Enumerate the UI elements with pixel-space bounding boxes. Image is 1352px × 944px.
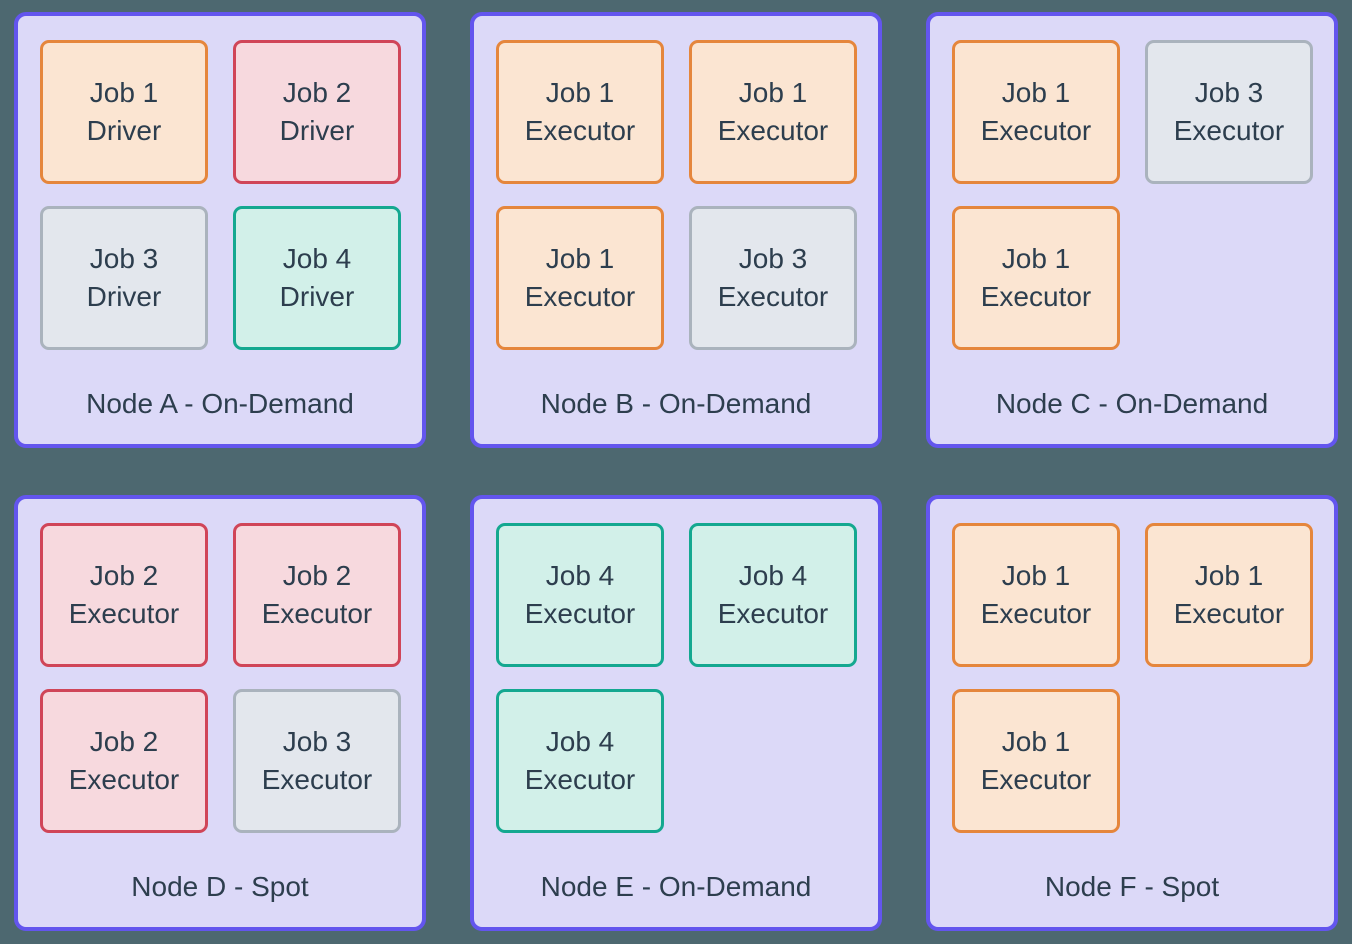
job-title: Job 4 [545, 560, 615, 591]
node-c-label: Node C - On-Demand [995, 388, 1269, 419]
job-title: Job 1 [1001, 77, 1071, 108]
job-role: Executor [261, 764, 373, 795]
job-box: Job 1 Executor [496, 40, 664, 184]
job-box: Job 2 Executor [40, 689, 208, 833]
job-role: Executor [261, 598, 373, 629]
job-title: Job 1 [1001, 243, 1071, 274]
job-role: Executor [717, 115, 829, 146]
job-role: Executor [980, 281, 1092, 312]
job-role: Executor [980, 115, 1092, 146]
job-role: Driver [86, 281, 162, 312]
job-title: Job 1 [89, 77, 159, 108]
job-title: Job 1 [738, 77, 808, 108]
node-a-label: Node A - On-Demand [86, 388, 354, 419]
job-role: Executor [524, 281, 636, 312]
job-title: Job 2 [282, 77, 352, 108]
job-title: Job 2 [89, 560, 159, 591]
job-box: Job 1 Executor [952, 689, 1120, 833]
job-box: Job 2 Driver [233, 40, 401, 184]
job-title: Job 2 [89, 726, 159, 757]
job-role: Executor [68, 764, 180, 795]
job-title: Job 1 [545, 243, 615, 274]
job-title: Job 4 [545, 726, 615, 757]
jobs-grid: Job 1 Executor Job 3 Executor Job 1 Exec… [952, 40, 1313, 350]
job-title: Job 1 [545, 77, 615, 108]
job-box: Job 1 Executor [952, 206, 1120, 350]
job-box: Job 1 Driver [40, 40, 208, 184]
job-role: Executor [980, 598, 1092, 629]
job-role: Executor [524, 598, 636, 629]
job-role: Executor [1173, 115, 1285, 146]
job-box: Job 1 Executor [689, 40, 857, 184]
job-title: Job 3 [1194, 77, 1264, 108]
job-title: Job 4 [282, 243, 352, 274]
job-box: Job 3 Executor [689, 206, 857, 350]
node-a-card: Job 1 Driver Job 2 Driver Job 3 Driver J… [14, 12, 426, 448]
node-b-label: Node B - On-Demand [540, 388, 812, 419]
jobs-grid: Job 1 Executor Job 1 Executor Job 1 Exec… [952, 523, 1313, 833]
job-box: Job 2 Executor [233, 523, 401, 667]
job-title: Job 3 [738, 243, 808, 274]
job-role: Executor [524, 115, 636, 146]
job-title: Job 1 [1001, 726, 1071, 757]
job-box: Job 1 Executor [496, 206, 664, 350]
job-title: Job 4 [738, 560, 808, 591]
job-role: Executor [68, 598, 180, 629]
job-title: Job 2 [282, 560, 352, 591]
node-b-card: Job 1 Executor Job 1 Executor Job 1 Exec… [470, 12, 882, 448]
job-role: Executor [717, 281, 829, 312]
jobs-grid: Job 1 Driver Job 2 Driver Job 3 Driver J… [40, 40, 401, 350]
job-box: Job 3 Executor [233, 689, 401, 833]
job-box: Job 2 Executor [40, 523, 208, 667]
job-box: Job 1 Executor [952, 523, 1120, 667]
job-role: Executor [717, 598, 829, 629]
node-d-label: Node D - Spot [131, 871, 309, 902]
node-e-card: Job 4 Executor Job 4 Executor Job 4 Exec… [470, 495, 882, 931]
jobs-grid: Job 4 Executor Job 4 Executor Job 4 Exec… [496, 523, 857, 833]
job-box: Job 4 Driver [233, 206, 401, 350]
job-role: Executor [1173, 598, 1285, 629]
node-f-card: Job 1 Executor Job 1 Executor Job 1 Exec… [926, 495, 1338, 931]
job-role: Driver [279, 115, 355, 146]
jobs-grid: Job 2 Executor Job 2 Executor Job 2 Exec… [40, 523, 401, 833]
job-box: Job 4 Executor [689, 523, 857, 667]
node-f-label: Node F - Spot [1044, 871, 1220, 902]
job-title: Job 3 [89, 243, 159, 274]
job-role: Executor [524, 764, 636, 795]
node-d-card: Job 2 Executor Job 2 Executor Job 2 Exec… [14, 495, 426, 931]
job-box: Job 3 Driver [40, 206, 208, 350]
job-role: Executor [980, 764, 1092, 795]
job-box: Job 1 Executor [952, 40, 1120, 184]
node-e-label: Node E - On-Demand [540, 871, 812, 902]
job-box: Job 4 Executor [496, 523, 664, 667]
job-title: Job 1 [1194, 560, 1264, 591]
job-title: Job 1 [1001, 560, 1071, 591]
job-box: Job 3 Executor [1145, 40, 1313, 184]
jobs-grid: Job 1 Executor Job 1 Executor Job 1 Exec… [496, 40, 857, 350]
job-role: Driver [86, 115, 162, 146]
job-box: Job 1 Executor [1145, 523, 1313, 667]
node-c-card: Job 1 Executor Job 3 Executor Job 1 Exec… [926, 12, 1338, 448]
job-title: Job 3 [282, 726, 352, 757]
job-box: Job 4 Executor [496, 689, 664, 833]
job-role: Driver [279, 281, 355, 312]
